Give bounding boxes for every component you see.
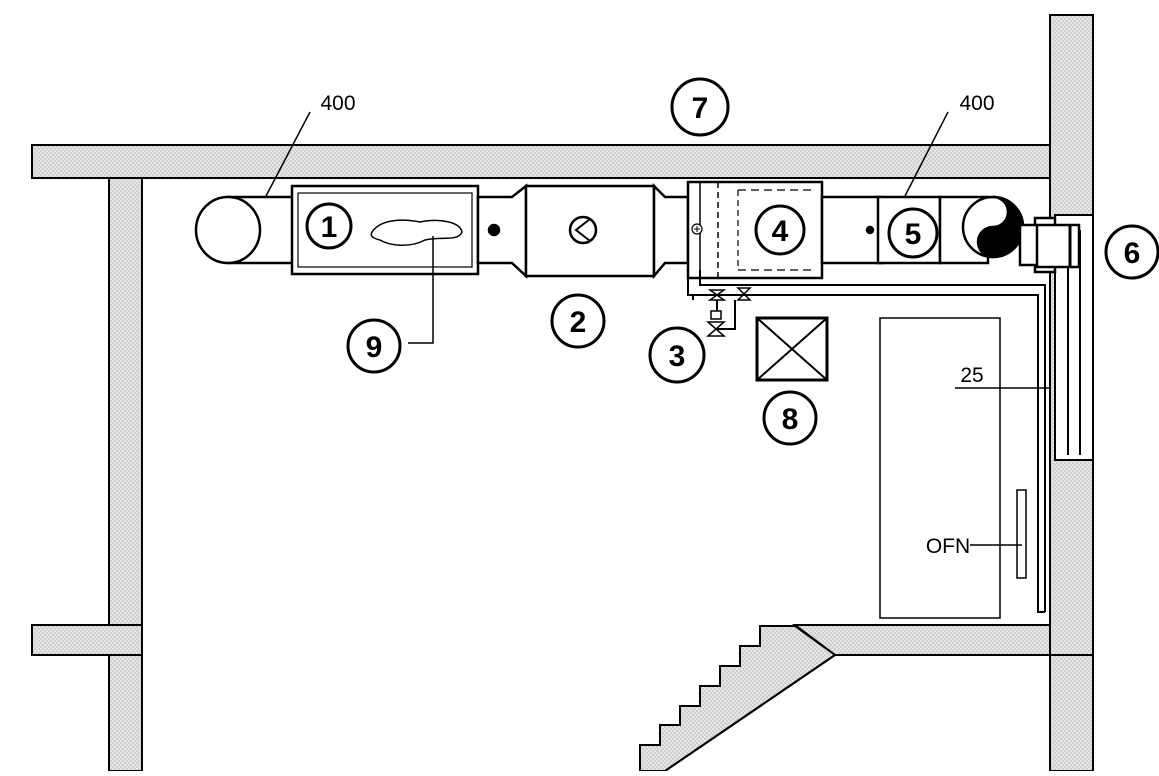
control-box bbox=[755, 316, 829, 382]
callout-9 bbox=[346, 318, 402, 374]
label-4: 4 bbox=[772, 215, 789, 248]
callout-8 bbox=[762, 390, 818, 446]
callout-4 bbox=[754, 204, 806, 256]
ofn-element bbox=[1016, 489, 1027, 579]
left-column bbox=[108, 177, 143, 627]
lower-right-column bbox=[1049, 654, 1094, 772]
callout-3 bbox=[648, 326, 706, 384]
callout-7 bbox=[670, 77, 730, 137]
wall-grille bbox=[1035, 223, 1081, 269]
dim-400-left: 400 bbox=[320, 92, 355, 115]
top-wall bbox=[31, 144, 1051, 179]
callouts bbox=[305, 77, 1159, 446]
piping bbox=[687, 270, 1046, 613]
dim-400-right: 400 bbox=[959, 92, 994, 115]
filter-cloud-shape bbox=[370, 219, 463, 246]
label-6: 6 bbox=[1124, 237, 1141, 270]
label-3: 3 bbox=[669, 340, 686, 373]
duct-inlet-end bbox=[194, 195, 262, 265]
dim-25: 25 bbox=[960, 364, 983, 387]
callout-2 bbox=[550, 293, 606, 349]
bottom-wall bbox=[31, 624, 143, 656]
label-1: 1 bbox=[321, 211, 338, 244]
fan-icon bbox=[568, 215, 598, 245]
label-5: 5 bbox=[905, 218, 922, 251]
lower-left-column bbox=[108, 654, 143, 772]
label-8: 8 bbox=[782, 403, 799, 436]
labels: 1 2 3 4 5 6 7 8 9 400 400 25 OFN bbox=[320, 92, 1140, 558]
label-9: 9 bbox=[366, 331, 383, 364]
staircase bbox=[639, 625, 837, 772]
callout-6 bbox=[1104, 224, 1159, 280]
cabinet bbox=[879, 317, 1027, 619]
callout-5 bbox=[887, 207, 939, 259]
label-7: 7 bbox=[692, 92, 709, 125]
callout-1 bbox=[305, 202, 353, 250]
bottom-wall-right bbox=[792, 624, 1051, 656]
label-2: 2 bbox=[570, 306, 587, 339]
leaders bbox=[264, 111, 1050, 546]
ofn-label: OFN bbox=[926, 535, 970, 558]
